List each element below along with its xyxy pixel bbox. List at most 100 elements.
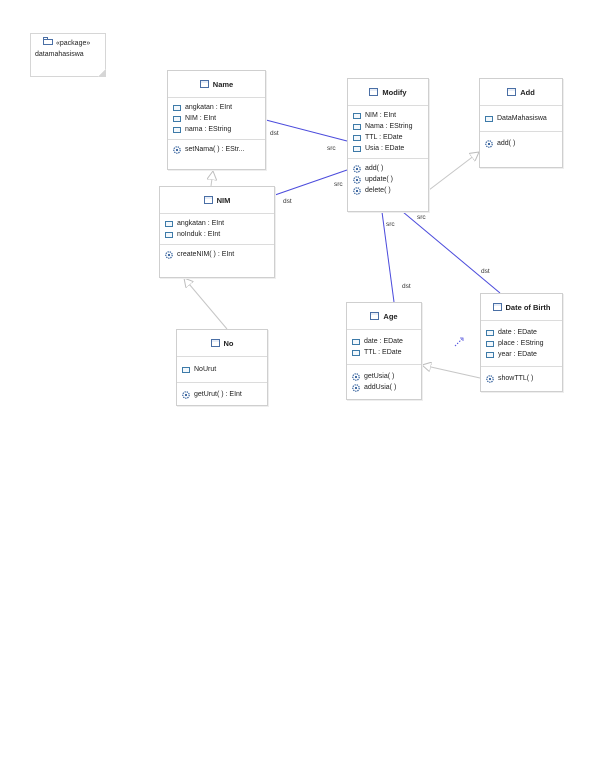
attribute-row[interactable]: NoUrut — [182, 364, 262, 375]
package-stereotype-row: «package» — [35, 37, 101, 49]
attribute-icon — [353, 112, 361, 119]
package-stereotype: «package» — [56, 39, 91, 47]
attribute-row[interactable]: TTL : EDate — [353, 132, 423, 143]
operation-row[interactable]: addUsia( ) — [352, 382, 416, 393]
generalization-modify-add[interactable] — [428, 152, 479, 191]
class-icon — [199, 80, 209, 88]
attribute-icon — [173, 115, 181, 122]
class-icon — [507, 88, 517, 96]
operation-row[interactable]: getUsia( ) — [352, 371, 416, 382]
class-date-of-birth[interactable]: Date of Birth date : EDate place : EStri… — [480, 293, 563, 392]
attribute-row[interactable]: noInduk : EInt — [165, 229, 269, 240]
class-no-header: No — [177, 330, 267, 357]
attribute-icon — [353, 134, 361, 141]
attribute-row[interactable]: date : EDate — [352, 336, 416, 347]
class-icon — [203, 196, 213, 204]
attribute-icon — [486, 340, 494, 347]
attribute-icon — [165, 231, 173, 238]
class-modify-title: Modify — [382, 87, 407, 97]
operation-row[interactable]: getUrut( ) : EInt — [182, 389, 262, 400]
operation-gear-icon — [485, 139, 493, 148]
attribute-row[interactable]: NIM : EInt — [353, 110, 423, 121]
class-date-of-birth-operations: showTTL( ) — [481, 367, 562, 388]
class-name-header: Name — [168, 71, 265, 98]
package-icon — [43, 37, 53, 49]
assoc-end-label: src — [334, 181, 343, 188]
attribute-icon — [352, 338, 360, 345]
class-age-title: Age — [383, 311, 398, 321]
package-datamahasiswa[interactable]: «package» datamahasiswa — [30, 33, 106, 77]
operation-gear-icon — [352, 372, 360, 381]
class-date-of-birth-header: Date of Birth — [481, 294, 562, 321]
operation-gear-icon — [173, 145, 181, 154]
class-modify[interactable]: Modify NIM : EInt Nama : EString TTL : E… — [347, 78, 429, 212]
attribute-icon — [165, 220, 173, 227]
attribute-row[interactable]: angkatan : EInt — [173, 102, 260, 113]
attribute-row[interactable]: place : EString — [486, 338, 557, 349]
attribute-icon — [182, 366, 190, 373]
class-add[interactable]: Add DataMahasiswa add( ) — [479, 78, 563, 168]
operation-gear-icon — [353, 164, 361, 173]
class-age-header: Age — [347, 303, 421, 330]
class-icon — [210, 339, 220, 347]
attribute-icon — [486, 351, 494, 358]
attribute-row[interactable]: angkatan : EInt — [165, 218, 269, 229]
class-name-operations: setNama( ) : EStr... — [168, 140, 265, 159]
operation-row[interactable]: add( ) — [353, 163, 423, 174]
class-no[interactable]: No NoUrut getUrut( ) : EInt — [176, 329, 268, 406]
class-icon — [369, 88, 379, 96]
attribute-row[interactable]: nama : EString — [173, 124, 260, 135]
assoc-end-label: src — [386, 221, 395, 228]
attribute-icon — [173, 104, 181, 111]
assoc-end-label: src — [417, 214, 426, 221]
class-age-attributes: date : EDate TTL : EDate — [347, 330, 421, 365]
generalization-dob-age[interactable] — [422, 365, 481, 379]
class-nim[interactable]: NIM angkatan : EInt noInduk : EInt creat… — [159, 186, 275, 278]
attribute-icon — [352, 349, 360, 356]
assoc-nim-modify[interactable] — [274, 169, 348, 196]
operation-row[interactable]: setNama( ) : EStr... — [173, 144, 260, 155]
attribute-icon — [353, 145, 361, 152]
class-age-operations: getUsia( ) addUsia( ) — [347, 365, 421, 397]
class-name[interactable]: Name angkatan : EInt NIM : EInt nama : E… — [167, 70, 266, 170]
attribute-row[interactable]: date : EDate — [486, 327, 557, 338]
assoc-modify-age[interactable] — [381, 211, 395, 303]
operation-row[interactable]: showTTL( ) — [486, 373, 557, 384]
package-fold-corner — [98, 69, 106, 77]
attribute-row[interactable]: year : EDate — [486, 349, 557, 360]
assoc-end-label: dst — [283, 198, 292, 205]
operation-gear-icon — [353, 186, 361, 195]
operation-row[interactable]: delete( ) — [353, 185, 423, 196]
attribute-icon — [486, 329, 494, 336]
class-name-title: Name — [212, 79, 234, 89]
generalization-nim-name[interactable] — [211, 171, 213, 187]
class-add-attributes: DataMahasiswa — [480, 106, 562, 132]
class-icon — [492, 303, 502, 311]
class-no-operations: getUrut( ) : EInt — [177, 383, 267, 404]
attribute-row[interactable]: TTL : EDate — [352, 347, 416, 358]
attribute-row[interactable]: Nama : EString — [353, 121, 423, 132]
operation-gear-icon — [182, 390, 190, 399]
attribute-icon — [485, 115, 493, 122]
class-icon — [370, 312, 380, 320]
class-no-attributes: NoUrut — [177, 357, 267, 383]
generalization-no-nim[interactable] — [184, 278, 228, 330]
assoc-name-modify[interactable] — [265, 119, 348, 142]
dashed-connector-cursor-icon — [454, 337, 464, 347]
operation-row[interactable]: update( ) — [353, 174, 423, 185]
assoc-modify-dob[interactable] — [402, 211, 501, 294]
assoc-end-label: dst — [481, 268, 490, 275]
attribute-row[interactable]: DataMahasiswa — [485, 113, 557, 124]
attribute-row[interactable]: Usia : EDate — [353, 143, 423, 154]
class-no-title: No — [223, 338, 234, 348]
operation-row[interactable]: add( ) — [485, 138, 557, 149]
class-age[interactable]: Age date : EDate TTL : EDate getUsia( ) … — [346, 302, 422, 400]
attribute-row[interactable]: NIM : EInt — [173, 113, 260, 124]
operation-gear-icon — [486, 374, 494, 383]
class-date-of-birth-title: Date of Birth — [505, 302, 551, 312]
class-nim-operations: createNIM( ) : EInt — [160, 245, 274, 264]
assoc-end-label: dst — [402, 283, 411, 290]
operation-gear-icon — [165, 250, 173, 259]
operation-row[interactable]: createNIM( ) : EInt — [165, 249, 269, 260]
assoc-end-label: dst — [270, 130, 279, 137]
